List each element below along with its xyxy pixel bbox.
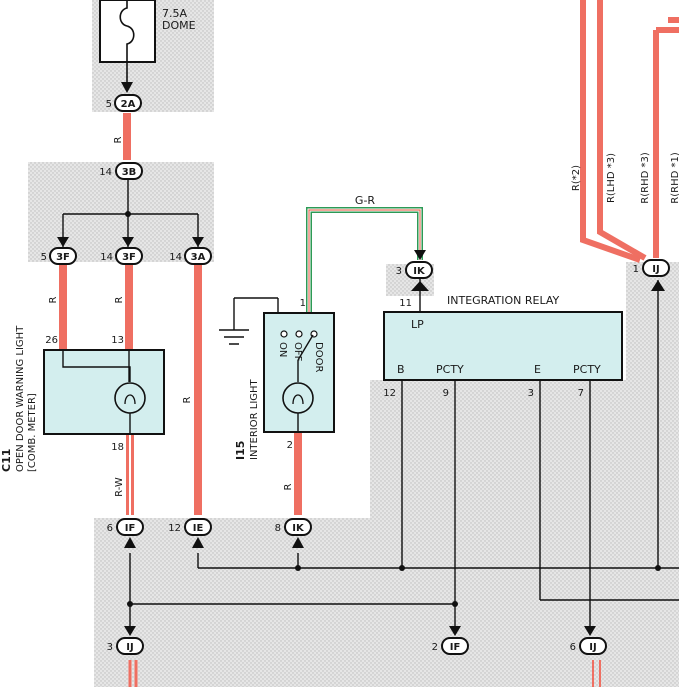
junction-dots <box>125 211 661 607</box>
conn-3B-code: 3B <box>122 167 137 178</box>
wire-label-r4: R <box>182 396 193 403</box>
relay-pin-lp: 11 <box>399 298 412 309</box>
wire-label-rw: R-W <box>114 477 125 497</box>
interior-light-name: INTERIOR LIGHT <box>249 378 260 460</box>
conn-IE-pin: 12 <box>168 523 181 534</box>
conn-3B-pin: 14 <box>99 167 112 178</box>
green-red-wire <box>306 207 423 312</box>
relay-lp: LP <box>411 318 424 331</box>
conn-3A-pin: 14 <box>169 252 182 263</box>
conn-IJ-top-code: IJ <box>652 264 659 275</box>
conn-3F-left-pin: 5 <box>41 252 47 263</box>
open-door-warning-light <box>43 349 165 435</box>
wire-label-r2: R <box>48 296 59 303</box>
conn-IK-bot-pin: 8 <box>275 523 281 534</box>
conn-IK-top-code: IK <box>413 266 426 277</box>
wire-label-r3: R <box>114 296 125 303</box>
wire-label-gr: G-R <box>355 194 375 207</box>
conn-IJ-top-pin: 1 <box>633 264 639 275</box>
interior-light <box>263 312 335 433</box>
warning-light-code: C11 <box>0 449 13 472</box>
conn-2A-pin: 5 <box>106 99 112 110</box>
relay-terminal-pcty-1: PCTY <box>436 363 464 376</box>
conn-IJ-bot-left-code: IJ <box>126 642 133 653</box>
interior-light-pin-1: 1 <box>300 298 306 309</box>
conn-2A-code: 2A <box>121 99 136 110</box>
connector-ovals <box>49 94 670 655</box>
relay-terminal-pcty-2: PCTY <box>573 363 601 376</box>
conn-IF-bot-pin: 2 <box>432 642 438 653</box>
interior-light-code: I15 <box>234 441 247 460</box>
warning-light-name: OPEN DOOR WARNING LIGHT <box>15 325 26 472</box>
conn-3F-left-code: 3F <box>56 252 70 263</box>
right-red-wires <box>580 0 679 263</box>
relay-terminal-b: B <box>397 363 405 376</box>
conn-IE-code: IE <box>193 523 204 534</box>
wire-label-right-1: R(*2) <box>571 165 582 191</box>
conn-3A-code: 3A <box>191 252 206 263</box>
conn-IJ-bot-right-pin: 6 <box>570 642 576 653</box>
conn-IK-top-pin: 3 <box>396 266 402 277</box>
wire-label-right-4: R(RHD *1) <box>670 152 679 204</box>
conn-3F-mid-code: 3F <box>122 252 136 263</box>
switch-off-label: OFF <box>292 342 303 362</box>
warning-light-pin-18: 18 <box>111 442 124 453</box>
wire-label-right-3: R(RHD *3) <box>640 152 651 204</box>
conn-IJ-bot-right-code: IJ <box>589 642 596 653</box>
relay-name: INTEGRATION RELAY <box>447 294 560 307</box>
warning-light-pin-26: 26 <box>45 335 58 346</box>
conn-IF-bot-code: IF <box>450 642 461 653</box>
switch-on-label: ON <box>277 342 288 357</box>
relay-pin-7: 7 <box>578 388 584 399</box>
relay-terminal-e: E <box>534 363 541 376</box>
conn-IJ-bot-left-pin: 3 <box>107 642 113 653</box>
wire-label-r5: R <box>283 483 294 490</box>
interior-light-pin-2: 2 <box>287 440 293 451</box>
conn-3F-mid-pin: 14 <box>100 252 113 263</box>
wire-label-r1: R <box>113 136 124 143</box>
warning-light-pin-13: 13 <box>111 335 124 346</box>
relay-pin-9: 9 <box>443 388 449 399</box>
warning-light-sub: [COMB. METER] <box>27 393 38 472</box>
conn-IK-bot-code: IK <box>292 523 305 534</box>
conn-IF-code: IF <box>125 523 136 534</box>
relay-pin-12: 12 <box>383 388 396 399</box>
fuse-rating: 7.5A <box>162 7 187 20</box>
fuse-name: DOME <box>162 19 196 32</box>
switch-door-label: DOOR <box>313 342 324 372</box>
conn-IF-pin: 6 <box>107 523 113 534</box>
wire-label-right-2: R(LHD *3) <box>606 153 617 203</box>
shaded-areas <box>28 0 679 687</box>
integration-relay <box>383 311 623 381</box>
relay-pin-3: 3 <box>528 388 534 399</box>
ground-symbol <box>219 329 249 345</box>
connector-arrows <box>57 82 665 636</box>
